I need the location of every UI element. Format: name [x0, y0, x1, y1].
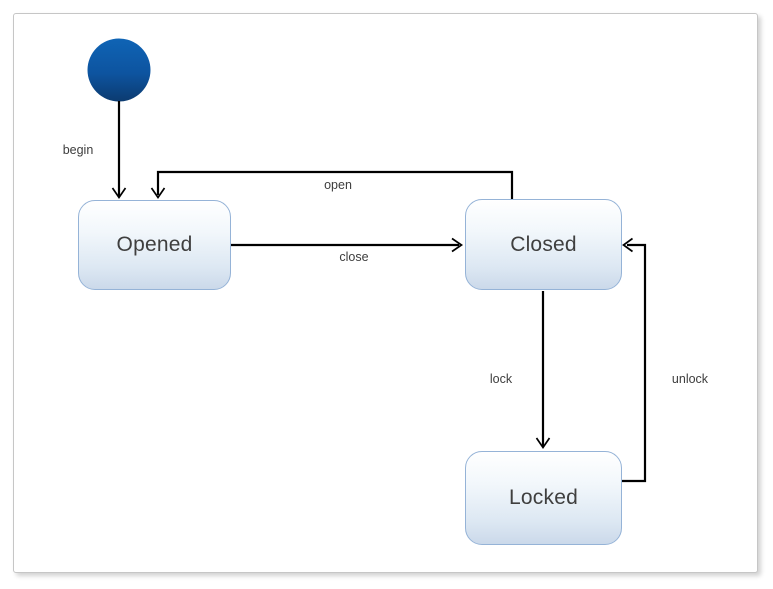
state-opened: Opened — [78, 200, 231, 290]
transition-begin-label: begin — [62, 143, 94, 157]
diagram-canvas — [13, 13, 758, 573]
state-closed: Closed — [465, 199, 622, 290]
state-locked: Locked — [465, 451, 622, 545]
transition-unlock-label: unlock — [671, 372, 709, 386]
transition-lock-label: lock — [489, 372, 513, 386]
transition-open-label: open — [324, 178, 352, 192]
state-opened-label: Opened — [116, 233, 193, 256]
state-locked-label: Locked — [509, 486, 578, 509]
transition-close-label: close — [339, 250, 369, 264]
state-closed-label: Closed — [510, 232, 577, 256]
